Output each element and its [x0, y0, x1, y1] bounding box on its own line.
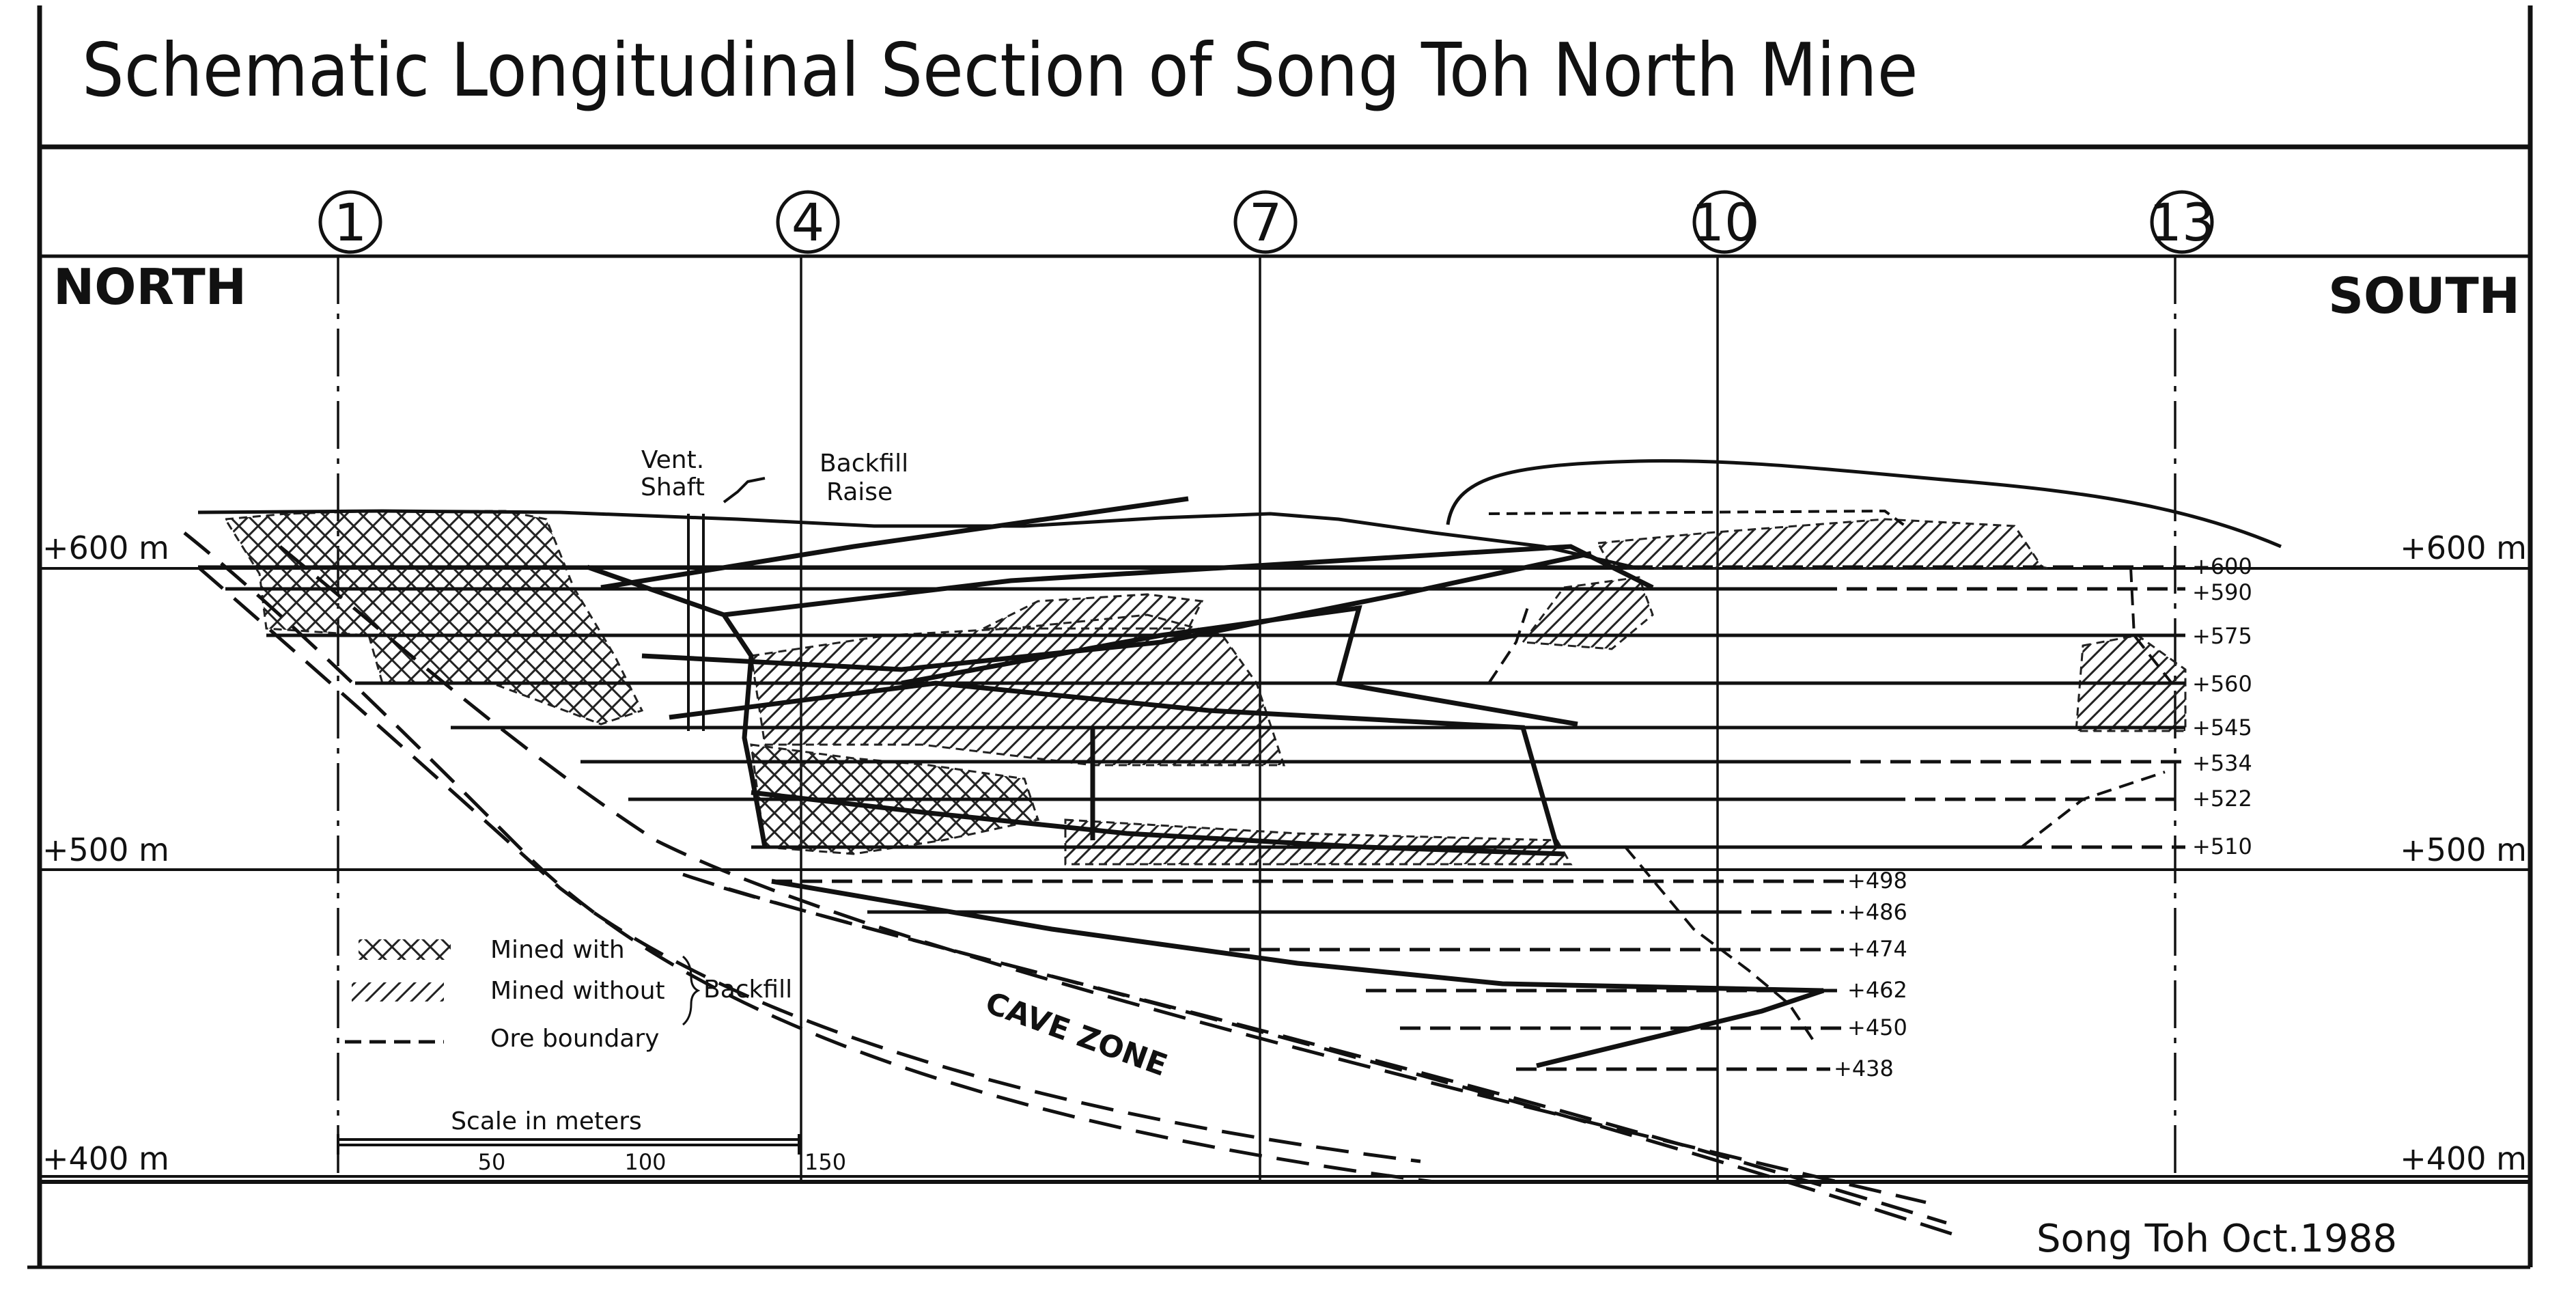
scale-tick-100: 100 — [624, 1149, 666, 1175]
section-marker-1 — [318, 190, 382, 254]
ramps — [586, 496, 1825, 1068]
section-number-13: 13 — [2149, 192, 2215, 253]
section-marker-7 — [1233, 190, 1298, 254]
scale-bar: Scale in meters 50 100 150 — [337, 1107, 846, 1175]
label-backfill-raise-2: Raise — [826, 478, 893, 506]
legend-mined-with-swatch — [359, 939, 451, 960]
level-486: +486 — [1847, 899, 1907, 925]
section-markers — [318, 190, 2214, 254]
elevation-label-400-right: +400 m — [2400, 1140, 2527, 1177]
level-498: +498 — [1847, 868, 1907, 894]
level-522: +522 — [2192, 786, 2252, 812]
direction-north: NORTH — [53, 258, 247, 316]
section-marker-13 — [2150, 190, 2214, 254]
level-labels: +600 +590 +575 +560 +545 +534 +522 +510 … — [1834, 553, 2252, 1081]
legend: Mined with Mined without Ore boundary Ba… — [345, 936, 792, 1053]
level-575: +575 — [2192, 623, 2252, 649]
legend-ore-boundary-label: Ore boundary — [490, 1025, 659, 1053]
level-462: +462 — [1847, 977, 1907, 1003]
elevation-label-600-left: +600 m — [42, 529, 169, 566]
elevation-label-600-right: +600 m — [2400, 529, 2527, 566]
cave-zone-lines — [183, 531, 1961, 1239]
drawing-border — [27, 5, 2533, 1269]
level-474: +474 — [1847, 936, 1907, 962]
legend-mined-without-label: Mined without — [490, 977, 665, 1005]
level-534: +534 — [2192, 750, 2252, 776]
scale-title: Scale in meters — [451, 1107, 642, 1135]
section-marker-4 — [776, 190, 840, 254]
ground-outline — [197, 459, 2282, 570]
level-600: +600 — [2192, 553, 2252, 579]
legend-mined-with-label: Mined with — [490, 936, 625, 964]
scale-tick-150: 150 — [804, 1149, 846, 1175]
ore-boundary — [1487, 566, 2173, 1047]
level-510: +510 — [2192, 833, 2252, 859]
legend-mined-without-swatch — [352, 982, 444, 1002]
vent-shaft — [687, 477, 766, 731]
elevation-label-500-left: +500 m — [42, 831, 169, 868]
diagram-title: Schematic Longitudinal Section of Song T… — [82, 28, 1918, 113]
label-backfill-raise-1: Backfill — [820, 450, 908, 478]
direction-south: SOUTH — [2328, 267, 2520, 324]
section-number-1: 1 — [334, 192, 367, 253]
scale-tick-50: 50 — [478, 1149, 506, 1175]
level-590: +590 — [2192, 579, 2252, 605]
section-marker-10 — [1692, 190, 1756, 254]
section-number-4: 4 — [792, 192, 824, 253]
level-560: +560 — [2192, 671, 2252, 697]
label-vent-shaft-1: Vent. — [641, 446, 704, 474]
legend-brace — [682, 955, 701, 1026]
section-number-10: 10 — [1692, 192, 1758, 253]
legend-backfill-label: Backfill — [703, 976, 792, 1004]
drawing-credit: Song Toh Oct.1988 — [2036, 1217, 2397, 1261]
level-450: +450 — [1847, 1014, 1907, 1040]
section-number-7: 7 — [1249, 192, 1282, 253]
elevation-label-500-right: +500 m — [2400, 831, 2527, 868]
elevation-label-400-left: +400 m — [42, 1140, 169, 1177]
level-438: +438 — [1834, 1055, 1894, 1081]
level-545: +545 — [2192, 715, 2252, 741]
label-vent-shaft-2: Shaft — [641, 473, 705, 501]
